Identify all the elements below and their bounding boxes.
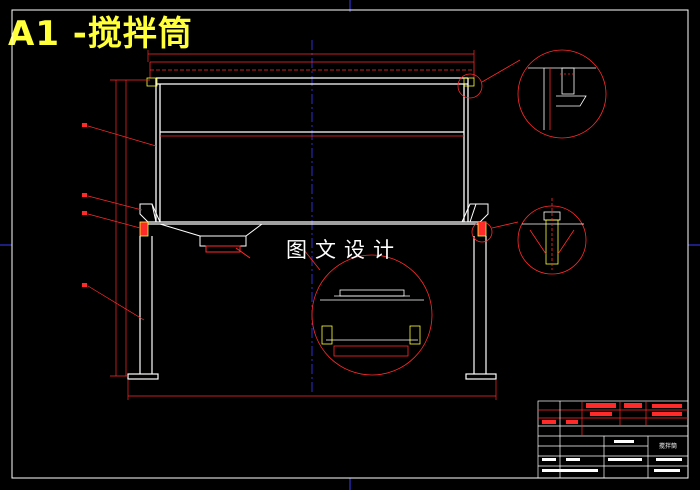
support-brackets xyxy=(139,203,489,223)
title-block xyxy=(537,400,689,479)
detail-view-bolt xyxy=(517,198,587,275)
detail-callout-markers xyxy=(457,59,521,243)
title-block-text-marks xyxy=(542,440,682,472)
discharge-outlet xyxy=(159,223,263,259)
support-legs xyxy=(127,236,497,380)
drum-body xyxy=(148,77,480,225)
title-block-fill-marks xyxy=(542,403,682,424)
watermark-text: 图文设计 xyxy=(286,238,402,262)
drawing-border xyxy=(11,9,689,479)
detail-view-outlet xyxy=(303,249,433,376)
top-flange xyxy=(146,61,475,87)
title-block-part-name: 搅拌筒 xyxy=(659,442,677,450)
leader-lines xyxy=(87,125,157,321)
part-number-marks xyxy=(82,123,87,287)
detail-view-flange xyxy=(517,49,607,139)
dimension-lines xyxy=(110,50,497,400)
drawing-title: A1 -搅拌筒 xyxy=(8,14,193,54)
